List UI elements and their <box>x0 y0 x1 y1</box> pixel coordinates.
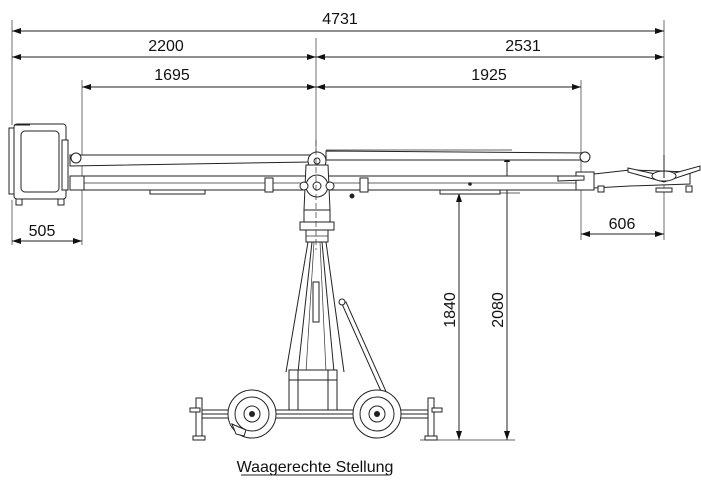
dim-counterweight: 505 <box>29 223 56 240</box>
wheel-right <box>352 389 402 439</box>
central-pivot <box>299 151 335 243</box>
dim-front-arm: 2531 <box>505 38 541 55</box>
wheel-left <box>227 389 277 439</box>
dim-front-inner: 1925 <box>471 67 507 84</box>
dim-rear-inner: 1695 <box>154 67 190 84</box>
counterweight-box <box>8 123 69 206</box>
column-stand <box>285 241 389 413</box>
dimension-lines <box>11 20 665 441</box>
dim-total-length: 4731 <box>322 11 358 28</box>
drawing-caption: Waagerechte Stellung <box>237 459 394 476</box>
dim-lens-height: 1840 <box>442 292 459 328</box>
dim-top-height: 2080 <box>490 292 507 328</box>
dim-rear-arm: 2200 <box>148 38 184 55</box>
camera-head <box>593 155 701 193</box>
crane-arm <box>69 149 595 199</box>
dim-head: 606 <box>609 216 636 233</box>
